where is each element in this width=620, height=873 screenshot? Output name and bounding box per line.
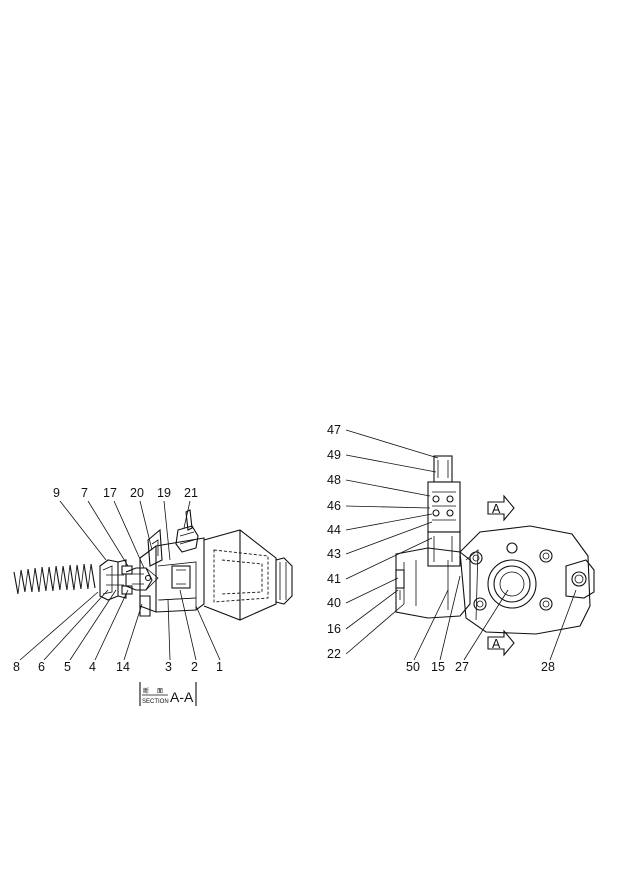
callout-6: 6 (38, 660, 45, 674)
callout-1: 1 (216, 660, 223, 674)
callout-22: 22 (327, 647, 341, 661)
view-arrow-bottom: A (487, 629, 515, 657)
callout-47: 47 (327, 423, 341, 437)
callout-4: 4 (89, 660, 96, 674)
callout-49: 49 (327, 448, 341, 462)
callout-3: 3 (165, 660, 172, 674)
callout-43: 43 (327, 547, 341, 561)
spring (13, 563, 96, 595)
section-view: 9 7 17 20 19 21 8 6 5 4 14 3 2 (13, 486, 293, 706)
view-arrow-bottom-label: A (492, 637, 501, 651)
callout-28: 28 (541, 660, 555, 674)
caption-section-name: A-A (170, 689, 194, 705)
cartridge (427, 455, 461, 567)
caption-kanji-left: 断 (143, 687, 149, 695)
callout-17: 17 (103, 486, 117, 500)
callout-7: 7 (81, 486, 88, 500)
poppet (125, 567, 159, 591)
callout-50: 50 (406, 660, 420, 674)
callout-20: 20 (130, 486, 144, 500)
housing (203, 529, 293, 621)
callout-16: 16 (327, 622, 341, 636)
callout-15: 15 (431, 660, 445, 674)
callout-48: 48 (327, 473, 341, 487)
caption-kanji-right: 面 (157, 688, 163, 695)
view-arrow-top-label: A (492, 502, 501, 516)
end-cap (99, 559, 133, 601)
callout-21: 21 (184, 486, 198, 500)
callouts-right: 47 49 48 46 44 43 41 40 16 22 50 15 27 (327, 423, 577, 674)
callout-5: 5 (64, 660, 71, 674)
callout-14: 14 (116, 660, 130, 674)
callouts-left: 9 7 17 20 19 21 8 6 5 4 14 3 2 (13, 486, 223, 674)
valve-body (139, 509, 205, 617)
callout-40: 40 (327, 596, 341, 610)
callout-2: 2 (191, 660, 198, 674)
assembly-view: A A 47 49 48 46 44 43 41 40 16 22 (327, 423, 595, 674)
callout-44: 44 (327, 523, 341, 537)
callout-46: 46 (327, 499, 341, 513)
callout-41: 41 (327, 572, 341, 586)
section-caption: 断 面 SECTION A-A (139, 682, 197, 706)
callout-19: 19 (157, 486, 171, 500)
valve-block (395, 525, 595, 635)
view-arrow-top: A (487, 494, 515, 522)
caption-section-word: SECTION (142, 699, 169, 705)
callout-9: 9 (53, 486, 60, 500)
callout-27: 27 (455, 660, 469, 674)
callout-8: 8 (13, 660, 20, 674)
